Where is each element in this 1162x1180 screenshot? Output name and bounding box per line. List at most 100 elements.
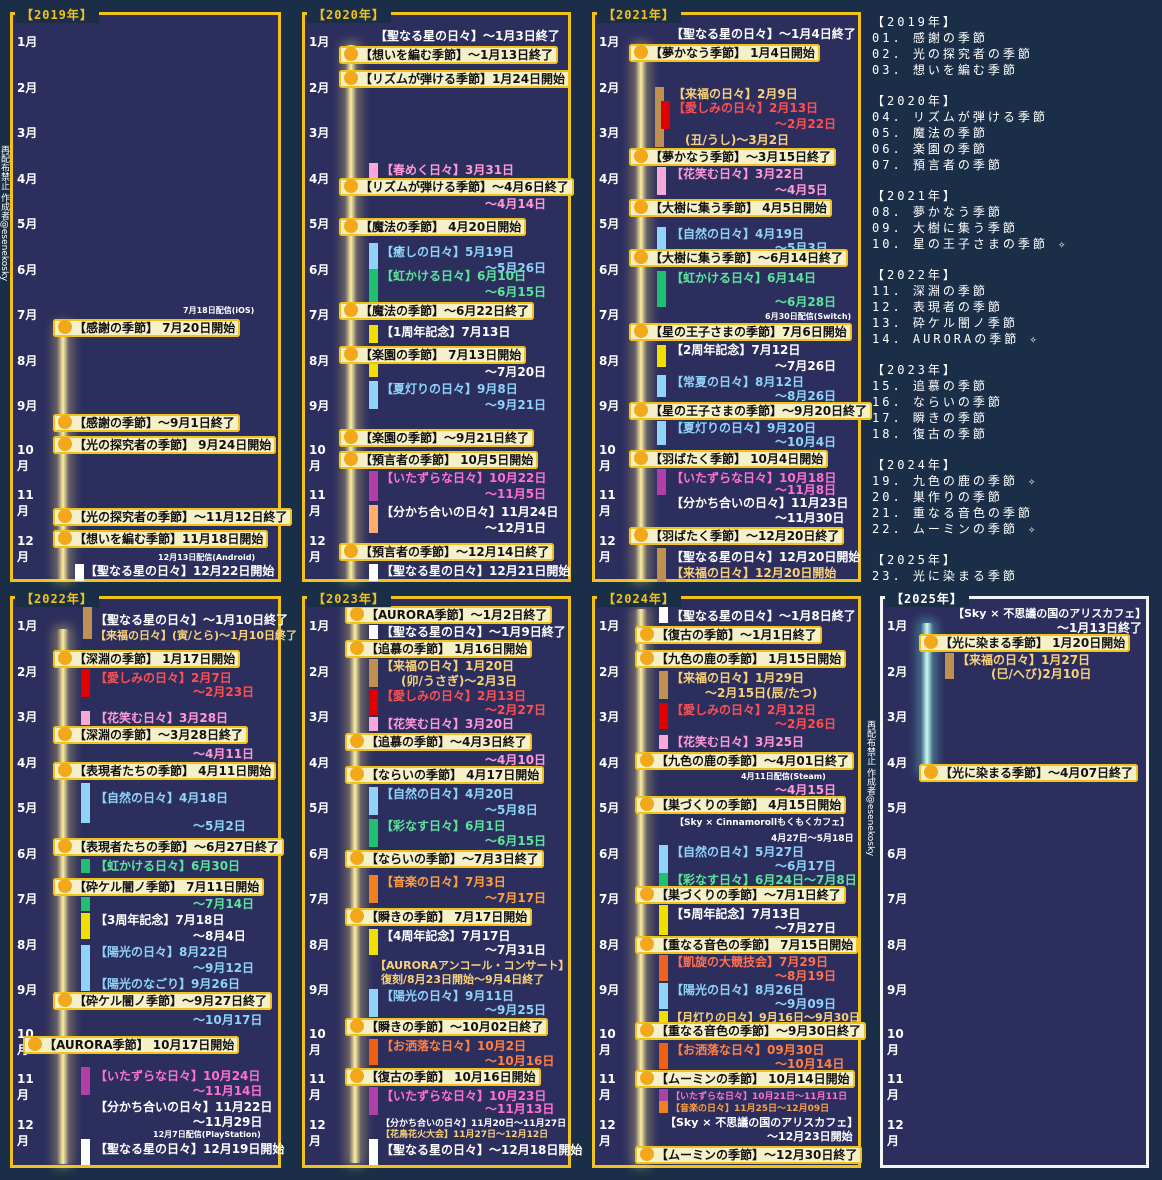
month-label: 1月: [599, 35, 620, 49]
event-label: ～11月5日: [485, 487, 547, 501]
note: 12月7日配信(PlayStation): [153, 1130, 261, 1139]
event-bar: [945, 653, 954, 679]
event-bar: [369, 1087, 378, 1115]
season-label: 【魔法の季節】 4月20日開始: [339, 218, 527, 236]
event-label: ～1月13日終了: [1057, 621, 1143, 635]
note: 7月18日配信(iOS): [183, 306, 255, 315]
month-label: 11月: [599, 488, 616, 518]
event-bar: [659, 1043, 668, 1069]
event-label: 【聖なる星の日々】12月19日開始: [95, 1142, 285, 1156]
month-label: 10月: [599, 442, 616, 473]
month-label: 8月: [599, 353, 620, 368]
event-label: 【分かち合いの日々】11月24日: [381, 505, 559, 519]
month-label: 11月: [17, 1072, 34, 1102]
event-bar: [659, 873, 668, 887]
legend-item: 08. 夢かなう季節: [872, 205, 1003, 219]
month-label: 12月: [599, 1117, 616, 1148]
event-label: ～6月17日: [775, 859, 837, 873]
month-label: 11月: [17, 488, 34, 518]
event-label: 【分かち合いの日々】11月20日～11月27日: [381, 1119, 567, 1129]
event-label: ～2月23日: [193, 685, 255, 699]
season-label: 【魔法の季節】～6月22日終了: [339, 302, 535, 320]
event-bar: [659, 671, 668, 699]
season-label: 【光の探究者の季節】～11月12日終了: [53, 508, 293, 526]
event-bar: [657, 271, 666, 307]
panel-2022: 【2022年】 【聖なる星の日々】～1月10日終了 【来福の日々】(寅/とら)～…: [10, 590, 297, 1168]
panel-title: 【2023年】: [307, 590, 391, 607]
event-label: 【彩なす日々】6月1日: [381, 819, 506, 833]
event-label: ～8月26日: [775, 389, 837, 403]
panel-2025: 【2025年】 【Sky × 不思議の国のアリスカフェ】 ～1月13日終了 【光…: [880, 590, 1149, 1168]
event-label: 【聖なる星の日々】12月21日開始: [381, 564, 571, 578]
event-label: 【3周年記念】7月18日: [95, 913, 225, 927]
legend-item: 06. 楽園の季節: [872, 142, 988, 156]
event-label: 4月27日～5月18日: [771, 834, 854, 844]
month-label: 9月: [887, 983, 908, 997]
event-label: (卯/うさぎ)～2月3日: [401, 674, 518, 688]
event-label: ～11月8日: [775, 483, 837, 497]
event-label: ～12月23日開始: [767, 1130, 853, 1143]
event-bar: [369, 355, 378, 377]
month-label: 2月: [887, 664, 908, 679]
month-label: 6月: [17, 262, 38, 277]
event-label: ～7月17日: [485, 891, 547, 905]
legend-item: 12. 表現者の季節: [872, 300, 1003, 314]
event-label: ～2月26日: [775, 717, 837, 731]
event-bar: [369, 819, 378, 847]
event-bar: [657, 227, 666, 255]
season-label: 【ムーミンの季節】～12月30日終了: [635, 1146, 863, 1164]
event-label: 【来福の日々】1月27日: [957, 653, 1091, 667]
season-label: 【預言者の季節】 10月5日開始: [339, 451, 539, 469]
event-label: 【聖なる星の日々】12月22日開始: [85, 564, 275, 578]
legend-item: 23. 光に染まる季節: [872, 569, 1018, 583]
event-bar: [369, 625, 378, 639]
season-label: 【追慕の季節】～4月3日終了: [345, 733, 532, 751]
legend-year: 【2020年】: [872, 94, 958, 108]
month-label: 4月: [599, 755, 620, 770]
legend-item: 19. 九色の鹿の季節 ✧: [872, 474, 1039, 488]
month-label: 7月: [17, 308, 38, 322]
event-label: ～7月27日: [775, 921, 837, 935]
season-label: 【AURORA季節】 10月17日開始: [23, 1036, 240, 1054]
season-label: 【夢かなう季節】 1月4日開始: [629, 44, 820, 62]
event-label: 【AURORAアンコール・コンサート】: [375, 959, 570, 972]
season-label: 【九色の鹿の季節】 1月15日開始: [635, 650, 847, 668]
season-label: 【感謝の季節】～9月1日終了: [53, 414, 240, 432]
event-label: ～7月26日: [775, 359, 837, 373]
panel-2020: 【2020年】 【聖なる星の日々】～1月3日終了 【想いを編む季節】～1月13日…: [302, 6, 574, 582]
season-label: 【九色の鹿の季節】～4月01日終了: [635, 752, 855, 770]
event-label: 【音楽の日々】11月25日～12月09日: [671, 1104, 830, 1114]
event-label: ～9月09日: [775, 997, 837, 1011]
season-label: 【羽ばたく季節】 10月4日開始: [629, 450, 829, 468]
event-label: ～5月26日: [485, 261, 547, 275]
legend-item: 18. 復古の季節: [872, 427, 988, 441]
season-label: 【大樹に集う季節】～6月14日終了: [629, 249, 849, 267]
month-label: 5月: [599, 217, 620, 231]
event-label: ～9月25日: [485, 1003, 547, 1017]
month-label: 5月: [599, 801, 620, 815]
event-bar: [369, 989, 378, 1017]
event-label: 【花笑む日々】3月25日: [671, 735, 805, 749]
event-label: ～10月4日: [775, 435, 837, 449]
event-label: (巳/へび)2月10日: [991, 667, 1092, 681]
event-bar: [369, 1039, 378, 1065]
event-label: ～4月5日: [775, 183, 828, 197]
season-label: 【リズムが弾ける季節】1月24日開始: [339, 70, 571, 88]
event-bar: [659, 983, 668, 1009]
event-label: 【夏灯りの日々】9月8日: [381, 382, 518, 396]
legend-item: 16. ならいの季節: [872, 395, 1003, 409]
event-label: 【陽光のなごり】9月26日: [95, 977, 241, 991]
panel-title: 【2021年】: [597, 6, 681, 23]
month-label: 3月: [309, 710, 330, 724]
month-label: 10月: [17, 442, 34, 473]
season-label: 【AURORA季節】～1月2日終了: [345, 606, 553, 624]
event-bar: [369, 243, 378, 277]
side-note: 再配布禁止 作成者@esenekosky: [865, 720, 875, 857]
legend-year: 【2023年】: [872, 363, 958, 377]
month-label: 7月: [309, 308, 330, 322]
event-bar: [657, 375, 666, 397]
side-note: 再配布禁止 作成者@esenekosky: [0, 145, 9, 282]
month-label: 4月: [599, 171, 620, 186]
month-label: 9月: [309, 983, 330, 997]
